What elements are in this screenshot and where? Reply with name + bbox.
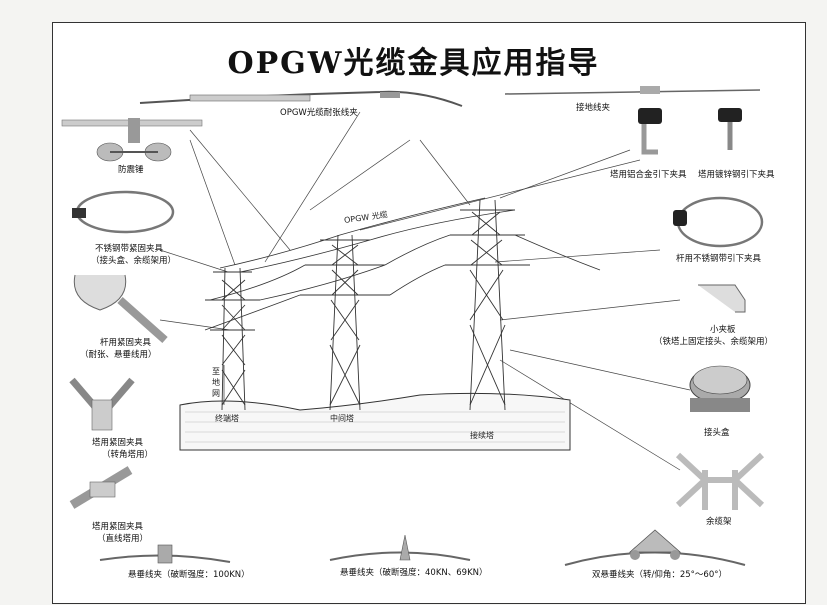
- label-pole-ss-downlead: 杆用不锈钢带引下夹具: [676, 254, 762, 264]
- label-pole-clamp-2: （耐张、悬垂线用）: [80, 350, 157, 360]
- label-galv-steel-downlead: 塔用镀锌钢引下夹具: [698, 170, 775, 180]
- ground-terrain: [179, 392, 571, 451]
- pole-clamp-illustration: [73, 274, 168, 343]
- middle-tower-label: 中间塔: [330, 414, 354, 423]
- label-small-plate-2: （铁塔上固定接头、余缆架用）: [654, 337, 774, 347]
- splice-tower-label: 接续塔: [470, 431, 494, 440]
- label-tower-corner-clamp-2: （转角塔用）: [102, 450, 154, 460]
- label-tower-straight-clamp-1: 塔用紧固夹具: [92, 522, 144, 532]
- cable-rack-illustration: [675, 452, 765, 510]
- label-susp-40-69: 悬垂线夹（破断强度：40KN、69KN）: [340, 568, 488, 578]
- tension-clamp-illustration: [139, 90, 463, 107]
- to-ground-label-3: 网: [212, 389, 220, 398]
- to-ground-label-2: 地: [212, 378, 220, 387]
- small-plate-illustration: [698, 284, 746, 313]
- grounding-clamp-illustration: [504, 86, 761, 95]
- label-cable-rack: 余缆架: [706, 517, 732, 527]
- suspension-clamps-illustration: [99, 529, 746, 566]
- label-splice-box: 接头盒: [704, 428, 730, 438]
- to-ground-label-1: 至: [212, 367, 220, 376]
- label-al-alloy-downlead: 塔用铝合金引下夹具: [610, 170, 687, 180]
- page-frame: [52, 22, 806, 604]
- label-ss-band-clamp-1: 不锈钢带紧固夹具: [95, 244, 164, 254]
- damper-illustration: [61, 118, 203, 162]
- label-small-plate-1: 小夹板: [710, 325, 736, 335]
- label-tension-clamp: OPGW光缆耐张线夹: [280, 108, 358, 118]
- splice-box-illustration: [689, 365, 751, 412]
- label-double-susp: 双悬垂线夹（转/仰角：25°～60°）: [592, 570, 727, 580]
- label-ss-band-clamp-2: （接头盒、余缆架用）: [91, 256, 177, 266]
- al-alloy-downlead-illustration: [638, 108, 662, 155]
- end-tower-label: 终端塔: [215, 414, 239, 423]
- label-susp-100: 悬垂线夹（破断强度：100KN）: [128, 570, 250, 580]
- tower-splice: [445, 199, 530, 411]
- leader-lines: [159, 111, 691, 471]
- tower-end: [205, 267, 260, 411]
- tower-straight-clamp-illustration: [69, 466, 133, 509]
- galv-steel-downlead-illustration: [718, 108, 742, 150]
- page-title: OPGW光缆金具应用指导: [227, 46, 600, 81]
- label-pole-clamp-1: 杆用紧固夹具: [100, 338, 152, 348]
- label-grounding-clamp: 接地线夹: [576, 103, 611, 113]
- tower-middle: [300, 234, 390, 411]
- label-tower-corner-clamp-1: 塔用紧固夹具: [92, 438, 144, 448]
- label-tower-straight-clamp-2: （直线塔用）: [97, 534, 149, 544]
- pole-ss-downlead-illustration: [673, 196, 764, 248]
- ss-band-clamp-illustration: [72, 190, 175, 234]
- tower-corner-clamp-illustration: [69, 377, 135, 431]
- label-damper: 防震锤: [118, 165, 144, 175]
- overhead-cables: [204, 197, 601, 331]
